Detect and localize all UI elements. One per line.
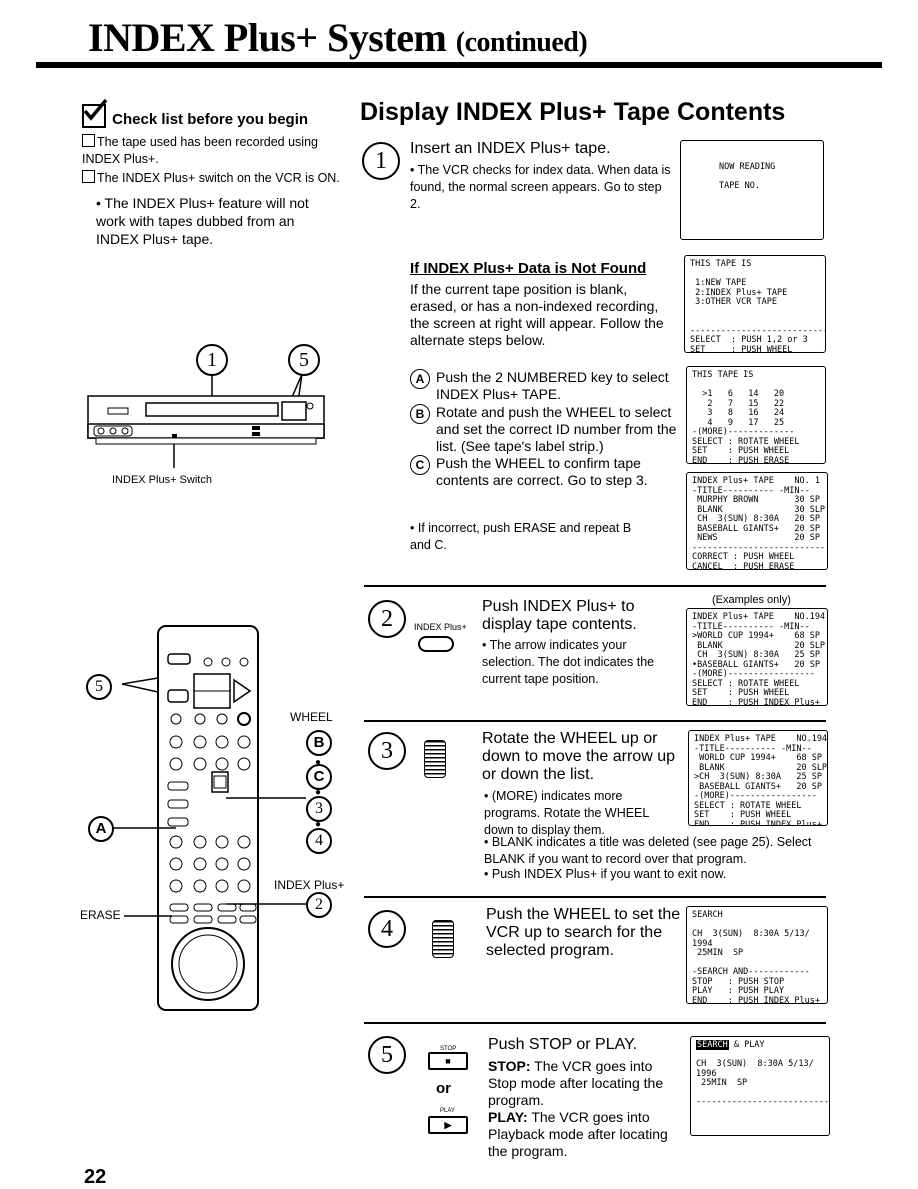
callout-line-erase [124,915,172,917]
step-1-heading: Insert an INDEX Plus+ tape. [410,140,611,157]
screen-id-list: THIS TAPE IS >1 6 14 20 2 7 15 22 3 8 16… [686,366,826,464]
screen-tape-contents: INDEX Plus+ TAPE NO.194 -TITLE----------… [686,608,828,706]
remote-illustration [157,625,259,1011]
notfound-text: If the current tape position is blank, e… [410,281,664,348]
screen-search-play: SEARCH & PLAY CH 3(SUN) 8:30A 5/13/ 1996… [690,1036,830,1136]
checkmark-icon [82,98,108,128]
remote-callout-C: C [306,764,332,790]
vcr-illustration [87,373,325,468]
index-plus-button-label: INDEX Plus+ [414,622,467,632]
step-4-number: 4 [368,910,406,948]
step-5-heading: Push STOP or PLAY. [488,1036,638,1053]
checklist-note: • The INDEX Plus+ feature will not work … [96,195,309,247]
step-1-number: 1 [362,142,400,180]
remote-callout-5: 5 [86,674,112,700]
checklist-item: The tape used has been recorded using IN… [82,134,318,166]
screen-arrow-moved: INDEX Plus+ TAPE NO.194 -TITLE----------… [688,730,828,826]
divider [364,896,826,898]
title-rule [36,62,882,68]
step-C: C Push the WHEEL to confirm tape content… [410,455,676,488]
divider [364,720,826,722]
step-3-heading: Rotate the WHEEL up or down to move the … [482,730,675,783]
index-plus-button-icon [418,636,454,652]
divider [364,585,826,587]
notfound-bullet: • If incorrect, push ERASE and repeat B … [410,521,632,552]
stop-button-label: STOP [440,1046,457,1052]
remote-callout-3: 3 [306,796,332,822]
step-3-bullet-1: • (MORE) indicates more programs. Rotate… [484,789,649,837]
section-title: Display INDEX Plus+ Tape Contents [360,98,786,126]
step-B: B Rotate and push the WHEEL to select an… [410,404,676,454]
callout-5: 5 [288,344,320,376]
callout-line-A [112,827,176,829]
step-5-play: PLAY: The VCR goes into Playback mode af… [488,1109,668,1159]
or-label: or [436,1080,451,1097]
checkbox-icon [82,134,95,147]
remote-callout-4: 4 [306,828,332,854]
step-3-bullet-3: • Push INDEX Plus+ if you want to exit n… [484,867,727,881]
play-button-icon: ▶ [428,1116,468,1134]
notfound-heading: If INDEX Plus+ Data is Not Found [410,260,647,277]
examples-note: (Examples only) [712,594,791,606]
callout-line-wheel [226,797,306,799]
step-3-number: 3 [368,732,406,770]
step-C-label: C [410,455,430,475]
erase-label: ERASE [80,908,121,922]
step-A: A Push the 2 NUMBERED key to select INDE… [410,369,676,402]
screen-search: SEARCH CH 3(SUN) 8:30A 5/13/ 1994 25MIN … [686,906,828,1004]
wheel-icon [432,920,454,958]
screen-now-reading: NOW READING TAPE NO. [680,140,824,240]
page-title: INDEX Plus+ System (continued) [88,15,588,60]
divider [364,1022,826,1024]
checklist-item: The INDEX Plus+ switch on the VCR is ON. [82,170,352,187]
checkbox-icon [82,170,95,183]
dot-separator: ● [315,757,322,768]
step-2-heading: Push INDEX Plus+ to display tape content… [482,598,637,633]
step-A-label: A [410,369,430,389]
step-B-label: B [410,404,430,424]
screen-this-tape-is: THIS TAPE IS 1:NEW TAPE 2:INDEX Plus+ TA… [684,255,826,353]
screen-tape-confirm: INDEX Plus+ TAPE NO. 1 -TITLE---------- … [686,472,828,570]
callout-line-2 [226,903,306,905]
dot-separator: ● [315,819,322,830]
dot-separator: ● [315,787,322,798]
callout-line-5 [121,677,159,693]
step-5-stop: STOP: The VCR goes into Stop mode after … [488,1058,664,1108]
wheel-icon [424,740,446,778]
step-1-bullet: • The VCR checks for index data. When da… [410,163,671,211]
step-2-bullet: • The arrow indicates your selection. Th… [482,638,655,686]
search-badge: SEARCH [696,1040,729,1050]
vcr-caption: INDEX Plus+ Switch [112,474,212,486]
index-plus-label: INDEX Plus+ [274,878,345,892]
step-3-bullet-2: • BLANK indicates a title was deleted (s… [484,835,812,866]
checklist-heading: Check list before you begin [82,98,308,128]
play-button-label: PLAY [440,1108,455,1114]
step-4-heading: Push the WHEEL to set the VCR up to sear… [486,906,681,959]
stop-button-icon: ■ [428,1052,468,1070]
remote-callout-B: B [306,730,332,756]
step-5-number: 5 [368,1036,406,1074]
wheel-label: WHEEL [290,710,333,724]
remote-callout-2: 2 [306,892,332,918]
page-number: 22 [84,1166,107,1188]
step-2-number: 2 [368,600,406,638]
remote-callout-A: A [88,816,114,842]
